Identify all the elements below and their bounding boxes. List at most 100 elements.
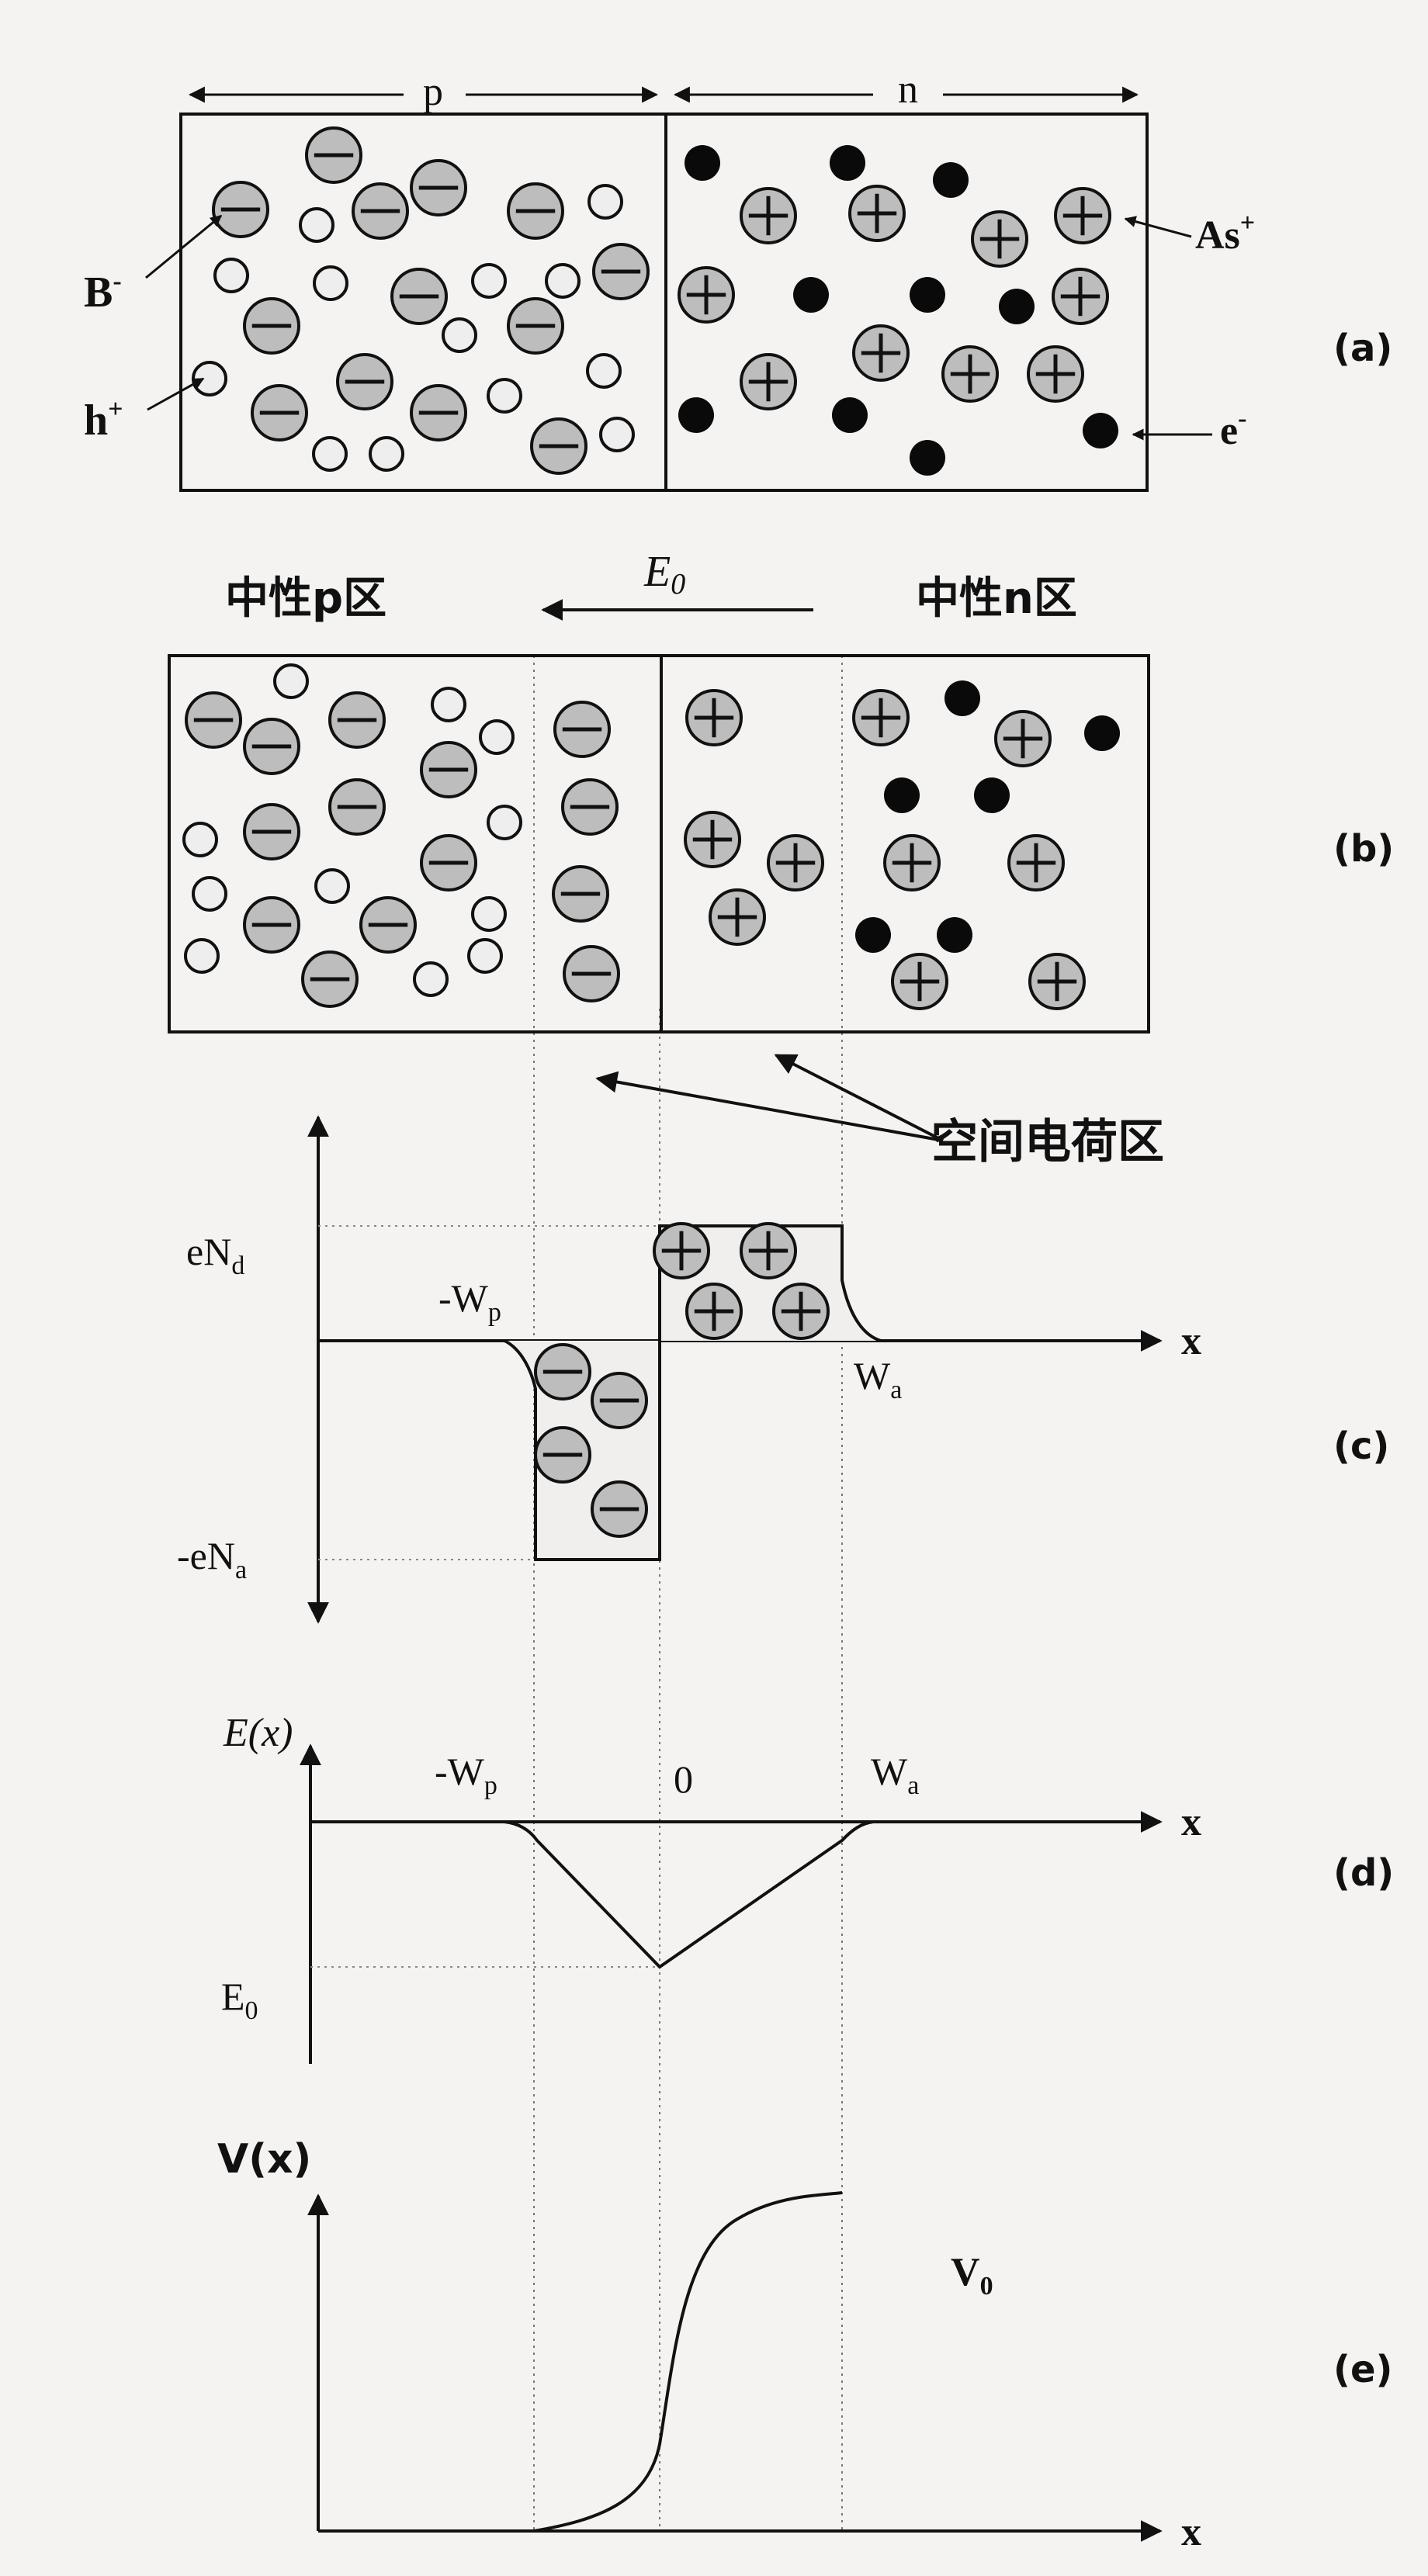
hole bbox=[312, 436, 348, 472]
nea-tick-label: -eNa bbox=[177, 1534, 247, 1584]
donor-ion bbox=[709, 888, 766, 946]
hole bbox=[599, 417, 635, 452]
donor-ion bbox=[848, 185, 906, 242]
hole bbox=[213, 258, 249, 293]
neutral-p-label: 中性p区 bbox=[225, 573, 386, 624]
donor-ion bbox=[740, 187, 797, 244]
donor-ion bbox=[852, 689, 910, 746]
field-pos-wa-label: Wa bbox=[871, 1750, 919, 1800]
neutral-n-label: 中性n区 bbox=[916, 573, 1077, 624]
acceptor-ion bbox=[212, 181, 269, 238]
acceptor-ion bbox=[410, 384, 467, 441]
acceptor-ion bbox=[243, 297, 300, 355]
panel-c-tag: (c) bbox=[1333, 1425, 1389, 1468]
field-neg-wp-label: -Wp bbox=[435, 1750, 497, 1800]
hole bbox=[442, 317, 477, 353]
field-profile bbox=[504, 1820, 874, 1969]
acceptor-ion bbox=[410, 159, 467, 216]
acceptor-ion bbox=[301, 950, 359, 1008]
hole bbox=[273, 663, 309, 699]
donor-ion bbox=[971, 210, 1028, 268]
panel-b-box bbox=[168, 654, 1150, 1034]
acceptor-ion bbox=[507, 297, 564, 355]
donor-ion bbox=[678, 266, 735, 324]
donor-ion bbox=[1007, 834, 1065, 892]
donor-ion-pointer bbox=[1124, 216, 1192, 238]
donor-ion bbox=[767, 834, 824, 892]
p-region-carriers bbox=[192, 126, 650, 475]
electron bbox=[1083, 413, 1118, 448]
acceptor-ion bbox=[530, 417, 587, 475]
donor-ion bbox=[1052, 268, 1109, 325]
built-in-field-label: E0 bbox=[643, 548, 685, 601]
acceptor-ion bbox=[592, 243, 650, 300]
donor-ion bbox=[1027, 345, 1084, 403]
acceptor-ion bbox=[336, 353, 393, 410]
panel-a-tag: (a) bbox=[1333, 327, 1392, 370]
donor-ion bbox=[891, 953, 948, 1010]
hole bbox=[545, 263, 581, 299]
n-region-carriers bbox=[678, 145, 1118, 476]
acceptor-ion bbox=[420, 741, 477, 798]
p-region-label: p bbox=[423, 70, 443, 114]
space-charge-pointer-n bbox=[774, 1054, 944, 1142]
hole bbox=[471, 896, 507, 932]
panel-d-tag: (d) bbox=[1333, 1851, 1394, 1895]
electron bbox=[910, 440, 945, 476]
hole-label: h+ bbox=[84, 395, 123, 445]
acceptor-ion bbox=[591, 1372, 648, 1429]
panel-a-box bbox=[179, 113, 1149, 492]
space-charge-ions bbox=[534, 1222, 830, 1538]
acceptor-ion bbox=[352, 182, 409, 240]
donor-ion bbox=[1028, 953, 1086, 1010]
hole bbox=[471, 263, 507, 299]
hole bbox=[413, 961, 449, 997]
acceptor-ion bbox=[328, 691, 386, 749]
donor-ion bbox=[994, 710, 1052, 767]
acceptor-ion bbox=[359, 896, 417, 954]
donor-ion bbox=[740, 1222, 797, 1279]
v0-label: V0 bbox=[951, 2250, 993, 2301]
donor-ion-label: As+ bbox=[1195, 209, 1255, 258]
acceptor-ion bbox=[328, 778, 386, 836]
acceptor-ion bbox=[561, 778, 619, 836]
acceptor-ion bbox=[420, 834, 477, 892]
neg-wp-label: -Wp bbox=[438, 1276, 501, 1327]
hole bbox=[192, 876, 227, 912]
donor-ion bbox=[685, 1283, 743, 1340]
electron bbox=[832, 397, 868, 433]
panel-b-tag: (b) bbox=[1333, 827, 1394, 871]
electron bbox=[830, 145, 865, 181]
potential-y-axis-label: V(x) bbox=[217, 2136, 311, 2183]
field-x-axis-label: x bbox=[1181, 1800, 1201, 1844]
n-region-label: n bbox=[898, 68, 918, 112]
electron bbox=[933, 162, 969, 198]
hole bbox=[192, 361, 227, 396]
panel-e-tag: (e) bbox=[1333, 2348, 1392, 2391]
acceptor-ion bbox=[591, 1480, 648, 1538]
panel-a: p n B- h+ As+ e- (a) bbox=[84, 68, 1392, 492]
hole bbox=[369, 436, 404, 472]
electron bbox=[793, 277, 829, 313]
acceptor-ion bbox=[305, 126, 362, 184]
panel-c: x eNd -eNa -Wp Wa (c) bbox=[177, 1115, 1389, 1624]
hole bbox=[184, 938, 220, 974]
electron bbox=[974, 777, 1010, 813]
potential-profile bbox=[533, 2191, 843, 2533]
acceptor-ion bbox=[553, 701, 611, 758]
field-origin-label: 0 bbox=[674, 1757, 693, 1801]
acceptor-ion bbox=[534, 1426, 591, 1484]
acceptor-ion bbox=[507, 182, 564, 240]
hole bbox=[487, 378, 522, 414]
hole bbox=[487, 805, 522, 840]
space-charge-pointer-p bbox=[595, 1071, 944, 1142]
hole bbox=[586, 353, 622, 389]
donor-ion bbox=[941, 345, 999, 403]
acceptor-ion-label: B- bbox=[84, 267, 122, 317]
acceptor-ion bbox=[552, 865, 609, 923]
panel-b: 中性p区 中性n区 E0 (b) bbox=[168, 548, 1394, 1034]
panel-b-carriers bbox=[182, 663, 1120, 1010]
electron bbox=[937, 917, 972, 953]
donor-ion bbox=[685, 689, 743, 746]
